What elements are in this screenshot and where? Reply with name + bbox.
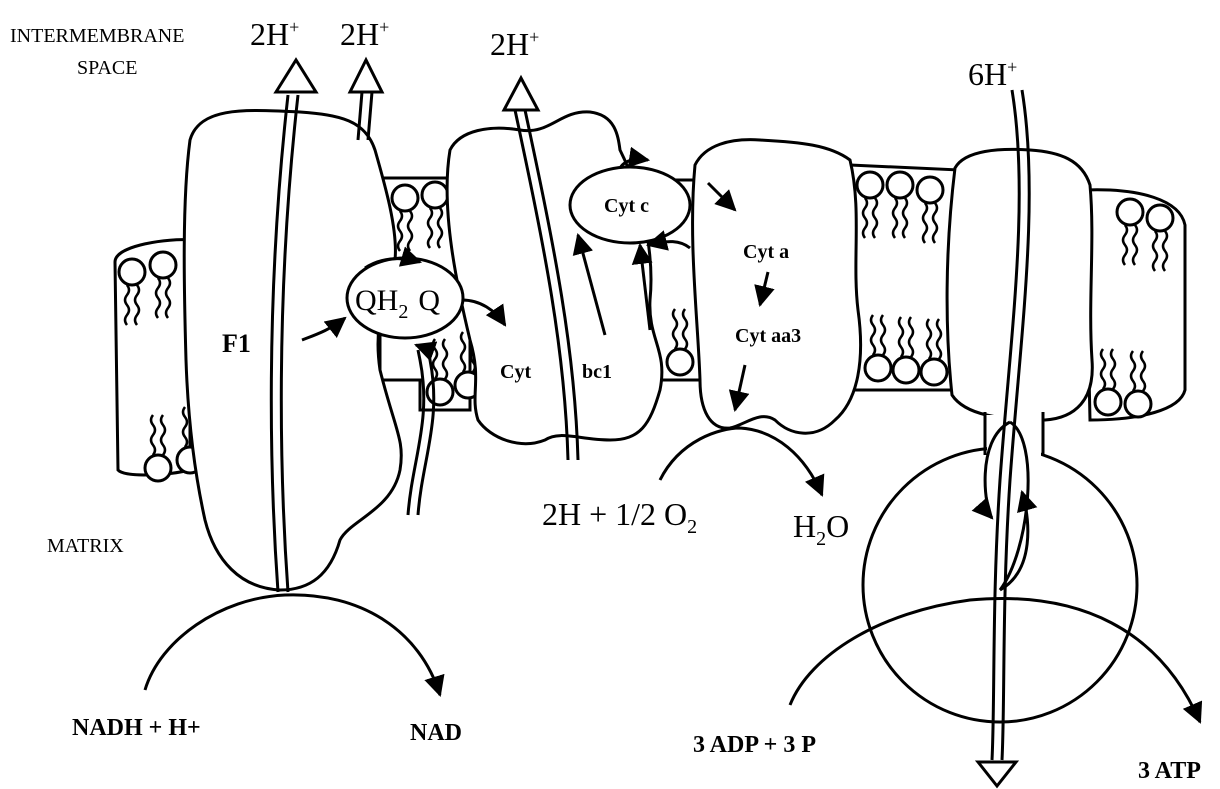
water-label: H2O [793,508,849,550]
oxygen-arc [660,428,822,495]
nad-label: NAD [410,720,462,746]
cyt-a-label: Cyt a [743,241,789,263]
proton-label-4: 6H+ [968,56,1017,92]
complex-i-shape [184,111,401,590]
atp-label: 3 ATP [1138,758,1201,784]
oxygen-label: 2H + 1/2 O2 [542,496,697,538]
matrix-label: MATRIX [47,535,124,557]
cyt-label: Cyt [500,361,531,383]
proton-label-3: 2H+ [490,26,539,62]
cyt-c-label: Cyt c [604,195,649,217]
cyt-aa3-label: Cyt aa3 [735,325,801,347]
proton-label-1: 2H+ [250,16,299,52]
proton-label-2: 2H+ [340,16,389,52]
f1-label: F1 [222,329,251,358]
space-label: SPACE [77,57,137,79]
bc1-label: bc1 [582,361,612,383]
complex-iv-shape [693,140,861,434]
nadh-arc [145,595,440,695]
intermembrane-label: INTERMEMBRANE [10,25,184,47]
adp-label: 3 ADP + 3 P [693,732,816,758]
nadh-label: NADH + H+ [72,715,201,741]
